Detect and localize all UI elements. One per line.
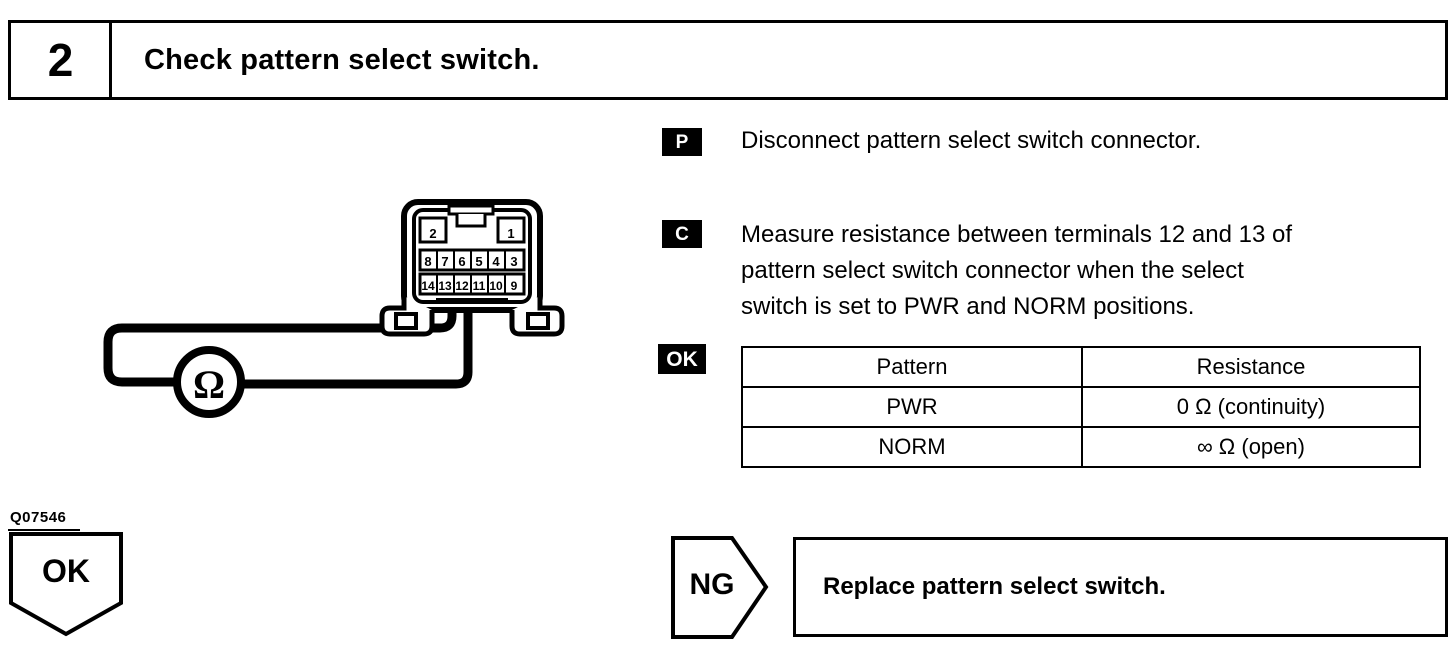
table-cell-pattern-pwr: PWR [741, 386, 1083, 428]
connector-mount-hole-right [526, 312, 550, 330]
badge-c: C [662, 220, 702, 248]
table-header-row: Pattern Resistance [741, 346, 1421, 388]
terminal-label-9: 9 [511, 279, 518, 293]
step-header: 2 Check pattern select switch. [8, 20, 1448, 100]
connector-terminal-housing-2 [418, 216, 448, 244]
badge-p: P [662, 128, 702, 156]
terminal-label-3: 3 [510, 254, 517, 269]
terminal-label-7: 7 [441, 254, 448, 269]
diagram-svg: Ω 2 1 8 7 6 5 4 3 14 13 12 11 10 9 [103, 199, 565, 418]
connector-latch [447, 204, 495, 216]
connector-top-dividers [436, 250, 506, 270]
terminal-label-5: 5 [475, 254, 482, 269]
figure-code: Q07546 [10, 509, 67, 526]
ok-arrow-shape [9, 532, 123, 637]
instruction-c-text: Measure resistance between terminals 12 … [741, 217, 1439, 325]
figure-code-rule [8, 529, 80, 531]
instruction-c-line-3: switch is set to PWR and NORM positions. [741, 293, 1195, 320]
table-header-resistance: Resistance [1081, 346, 1421, 388]
wire-left-to-meter [103, 292, 457, 387]
badge-ok: OK [658, 344, 706, 374]
table-cell-resistance-pwr: 0 Ω (continuity) [1081, 386, 1421, 428]
ok-arrow-label: OK [42, 553, 90, 589]
connector-latch-slot [455, 214, 487, 228]
table-header-pattern: Pattern [741, 346, 1083, 388]
instruction-p-text: Disconnect pattern select switch connect… [741, 127, 1202, 154]
table-cell-pattern-norm: NORM [741, 426, 1083, 468]
instruction-c-line-1: Measure resistance between terminals 12 … [741, 221, 1292, 248]
ng-arrow-label: NG [689, 568, 735, 601]
ohmmeter-circle [173, 346, 245, 418]
instruction-c-line-2: pattern select switch connector when the… [741, 257, 1244, 284]
step-number-cell: 2 [11, 23, 112, 97]
ok-arrow: OK [8, 531, 124, 637]
ng-arrow: NG [670, 535, 770, 640]
terminal-label-2: 2 [429, 226, 436, 241]
terminal-label-14: 14 [421, 279, 435, 293]
wire-meter-to-connector [236, 292, 473, 389]
table-row: NORM ∞ Ω (open) [741, 426, 1421, 468]
ohm-symbol: Ω [193, 362, 225, 407]
terminal-label-12: 12 [455, 279, 469, 293]
terminal-label-11: 11 [473, 279, 486, 293]
ok-arrow-svg [9, 532, 123, 637]
connector-terminal-housing-1 [496, 216, 526, 244]
table-cell-resistance-norm: ∞ Ω (open) [1081, 426, 1421, 468]
terminal-label-13: 13 [438, 279, 452, 293]
connector-bottom-dividers [436, 274, 506, 294]
terminal-label-10: 10 [489, 279, 503, 293]
result-table: Pattern Resistance PWR 0 Ω (continuity) … [741, 346, 1421, 468]
step-title: Check pattern select switch. [144, 43, 540, 76]
terminal-label-4: 4 [492, 254, 500, 269]
step-number: 2 [47, 34, 74, 86]
ng-action-box: Replace pattern select switch. [793, 537, 1448, 637]
connector-mount-hole-left [394, 312, 418, 330]
ng-arrow-shape [671, 536, 769, 639]
terminal-label-1: 1 [507, 226, 514, 241]
wiring-diagram: Ω 2 1 8 7 6 5 4 3 14 13 12 11 10 9 [0, 110, 660, 530]
ng-arrow-svg [671, 536, 769, 639]
table-row: PWR 0 Ω (continuity) [741, 386, 1421, 428]
terminal-label-6: 6 [458, 254, 465, 269]
terminal-label-8: 8 [424, 254, 431, 269]
